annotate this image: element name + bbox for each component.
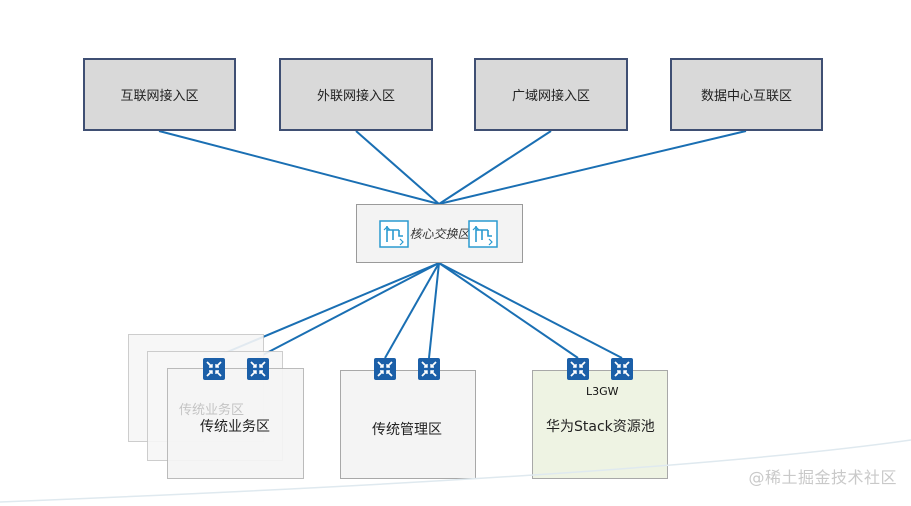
switch-icon <box>567 358 589 380</box>
zone-extranet-access-label: 外联网接入区 <box>316 89 395 104</box>
zone-traditional-management <box>340 370 476 479</box>
zone-wan-access: 广域网接入区 <box>474 58 628 131</box>
link-extranet-core <box>355 130 440 205</box>
link-core-stack-b <box>438 262 623 359</box>
zone-traditional-management-label: 传统管理区 <box>372 422 442 438</box>
zone-huawei-stack-pool <box>532 370 668 479</box>
link-dci-core <box>438 130 747 205</box>
zone-internet-access-label: 互联网接入区 <box>120 89 199 104</box>
zone-datacenter-interconnect-label: 数据中心互联区 <box>700 89 792 104</box>
zone-wan-access-label: 广域网接入区 <box>511 89 590 104</box>
l3-gateway-label: L3GW <box>586 385 619 398</box>
watermark: @稀土掘金技术社区 <box>748 468 897 487</box>
zone-datacenter-interconnect: 数据中心互联区 <box>670 58 823 131</box>
link-core-management-b <box>428 262 440 359</box>
zone-traditional-business-label: 传统业务区 <box>200 419 270 435</box>
switch-icon <box>374 358 396 380</box>
switch-icon <box>418 358 440 380</box>
link-core-management-a <box>384 262 440 359</box>
link-internet-core <box>158 130 440 205</box>
zone-traditional-business <box>167 368 304 479</box>
link-wan-core <box>438 130 552 205</box>
switch-icon <box>203 358 225 380</box>
core-switch-icon <box>468 220 498 248</box>
switch-icon <box>247 358 269 380</box>
link-core-business-b <box>256 262 440 359</box>
zone-extranet-access: 外联网接入区 <box>279 58 433 131</box>
core-switching-label: 核心交换区 <box>409 227 470 241</box>
switch-icon <box>611 358 633 380</box>
core-switch-icon <box>379 220 409 248</box>
zone-business-ghost-label: 传统业务区 <box>179 403 245 418</box>
zone-internet-access: 互联网接入区 <box>83 58 236 131</box>
zone-huawei-stack-label: 华为Stack资源池 <box>546 419 655 435</box>
link-core-stack-a <box>438 262 579 359</box>
